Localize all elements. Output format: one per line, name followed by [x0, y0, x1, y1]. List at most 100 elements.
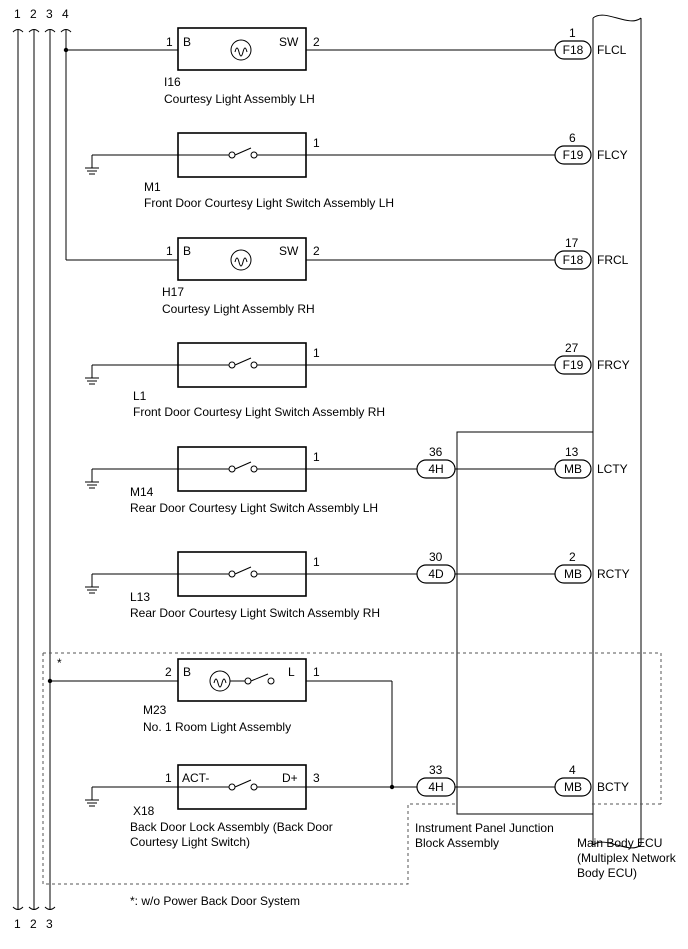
junction-block-label-line2: Block Assembly — [415, 836, 499, 850]
component-name: Rear Door Courtesy Light Switch Assembly… — [130, 501, 378, 515]
terminal-right: SW — [279, 35, 299, 49]
component-name: Courtesy Light Assembly RH — [162, 302, 315, 316]
ecu-connector-label: F18 — [563, 43, 584, 57]
component-id: L13 — [130, 590, 150, 604]
terminal-right: SW — [279, 244, 299, 258]
component-id: X18 — [133, 804, 155, 818]
pin-right: 1 — [313, 136, 320, 150]
component-id: M14 — [130, 485, 154, 499]
row-l13 — [85, 551, 592, 597]
component-box-m23 — [177, 658, 307, 702]
switch-icon — [234, 779, 252, 788]
row-h17 — [66, 237, 592, 281]
ecu-connector-label: MB — [564, 780, 582, 794]
ecu-connector-f18-1 — [554, 40, 592, 60]
ecu-pin: 6 — [569, 131, 576, 145]
component-id: M1 — [144, 180, 161, 194]
terminal-left: ACT- — [182, 771, 209, 785]
terminal-left: B — [183, 665, 191, 679]
ecu-pin: 13 — [565, 445, 579, 459]
terminal-right: D+ — [282, 771, 298, 785]
bus-top-3: 3 — [46, 7, 53, 21]
lamp-icon — [209, 670, 231, 692]
ecu-pin: 27 — [565, 341, 579, 355]
component-box-i16 — [177, 27, 307, 71]
ecu-signal: FLCY — [597, 148, 628, 162]
component-id: M23 — [143, 703, 167, 717]
terminal-left: B — [183, 35, 191, 49]
component-name: Front Door Courtesy Light Switch Assembl… — [144, 196, 394, 210]
ecu-label-line3: Body ECU) — [577, 866, 637, 880]
pin-left: 1 — [165, 771, 172, 785]
pin-right: 1 — [313, 346, 320, 360]
component-name: Rear Door Courtesy Light Switch Assembly… — [130, 606, 380, 620]
component-box-h17 — [177, 237, 307, 281]
ecu-connector-f19-27 — [554, 355, 592, 375]
component-id: L1 — [133, 389, 147, 403]
bus-lines — [12, 29, 72, 910]
ecu-connector-mb-4 — [554, 777, 592, 797]
row-m1 — [85, 132, 592, 178]
pin-left: 2 — [165, 665, 172, 679]
ecu-signal: RCTY — [597, 567, 630, 581]
ecu-connector-f19-6 — [554, 145, 592, 165]
row-m23 — [47, 658, 393, 787]
footnote: *: w/o Power Back Door System — [130, 894, 300, 908]
option-marker: * — [57, 656, 62, 670]
terminal-right: L — [288, 665, 295, 679]
ecu-connector-mb-2 — [554, 564, 592, 584]
option-dashed-boundary — [42, 652, 662, 885]
pin-right: 3 — [313, 771, 320, 785]
junction-block-outline — [456, 431, 594, 815]
switch-icon — [234, 357, 252, 366]
ecu-connector-label: MB — [564, 567, 582, 581]
ecu-connector-label: F19 — [563, 358, 584, 372]
row-l1 — [85, 342, 592, 388]
ecu-connector-label: MB — [564, 462, 582, 476]
row-m14 — [85, 446, 592, 492]
ecu-pin: 17 — [565, 236, 579, 250]
switch-icon — [250, 673, 269, 682]
switch-icon — [234, 461, 252, 470]
component-name: No. 1 Room Light Assembly — [143, 720, 291, 734]
lamp-icon — [230, 249, 252, 271]
pin-right: 1 — [313, 665, 320, 679]
bus-bottom-3: 3 — [46, 917, 53, 931]
pin-right: 1 — [313, 450, 320, 464]
ecu-label-line1: Main Body ECU — [577, 836, 662, 850]
junction-block-label-line1: Instrument Panel Junction — [415, 821, 554, 835]
splice-dot — [389, 784, 395, 790]
switch-icon — [234, 566, 252, 575]
junction-connector-label: 4D — [428, 567, 444, 581]
component-name: Courtesy Light Assembly LH — [164, 92, 315, 106]
junction-pin: 30 — [429, 550, 443, 564]
ecu-pin: 1 — [569, 26, 576, 40]
junction-connector-label: 4H — [428, 780, 443, 794]
component-name: Front Door Courtesy Light Switch Assembl… — [133, 405, 385, 419]
splice-dot — [63, 47, 69, 53]
ecu-pin: 4 — [569, 763, 576, 777]
bus-top-1: 1 — [14, 7, 21, 21]
bus-bottom-2: 2 — [30, 917, 37, 931]
bus-top-2: 2 — [30, 7, 37, 21]
component-id: H17 — [162, 285, 184, 299]
ecu-signal: LCTY — [597, 462, 628, 476]
ecu-signal: BCTY — [597, 780, 629, 794]
junction-pin: 33 — [429, 763, 443, 777]
bus-bottom-1: 1 — [14, 917, 21, 931]
pin-left: 1 — [166, 35, 173, 49]
ecu-body — [592, 14, 642, 849]
ecu-pin: 2 — [569, 550, 576, 564]
lamp-icon — [230, 39, 252, 61]
component-id: I16 — [164, 75, 181, 89]
row-x18 — [85, 764, 592, 810]
pin-right: 1 — [313, 555, 320, 569]
junction-pin: 36 — [429, 445, 443, 459]
ecu-connector-label: F18 — [563, 253, 584, 267]
pin-right: 2 — [313, 244, 320, 258]
ecu-connector-mb-13 — [554, 459, 592, 479]
component-name-line1: Back Door Lock Assembly (Back Door — [130, 820, 333, 834]
terminal-left: B — [183, 244, 191, 258]
junction-connector-label: 4H — [428, 462, 443, 476]
